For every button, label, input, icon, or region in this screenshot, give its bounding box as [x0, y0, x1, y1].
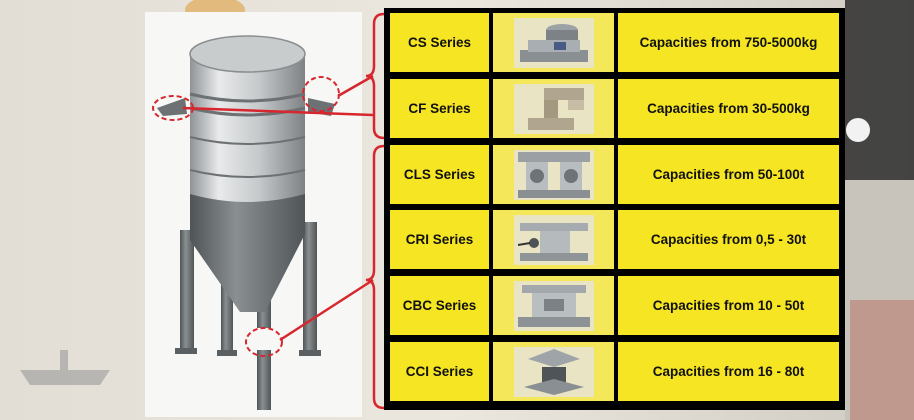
- series-name: CCI Series: [390, 342, 489, 401]
- series-name: CRI Series: [390, 210, 489, 269]
- series-name: CS Series: [390, 13, 489, 72]
- table-row: CRI Series Capacities from 0,5 - 30t: [390, 210, 839, 269]
- series-capacity: Capacities from 50-100t: [618, 145, 839, 204]
- table-row: CCI Series Capacities from 16 - 80t: [390, 342, 839, 401]
- series-capacity: Capacities from 750-5000kg: [618, 13, 839, 72]
- series-image-cell: [493, 13, 614, 72]
- table-row: CS Series Capacities from 750-5000kg: [390, 13, 839, 72]
- cls-load-cell-icon: [513, 149, 594, 200]
- series-name: CLS Series: [390, 145, 489, 204]
- table-row: CBC Series Capacities from 10 - 50t: [390, 276, 839, 335]
- series-name: CBC Series: [390, 276, 489, 335]
- series-image-cell: [493, 79, 614, 138]
- cf-load-cell-icon: [513, 83, 594, 134]
- series-image-cell: [493, 145, 614, 204]
- series-image-cell: [493, 276, 614, 335]
- series-image-cell: [493, 210, 614, 269]
- cbc-load-cell-icon: [513, 280, 594, 331]
- series-capacity: Capacities from 0,5 - 30t: [618, 210, 839, 269]
- table-row: CF Series Capacities from 30-500kg: [390, 79, 839, 138]
- cci-load-cell-icon: [513, 346, 594, 397]
- series-capacity: Capacities from 10 - 50t: [618, 276, 839, 335]
- series-image-cell: [493, 342, 614, 401]
- series-table: CS Series Capacities from 750-5000kg CF …: [384, 8, 845, 410]
- series-capacity: Capacities from 30-500kg: [618, 79, 839, 138]
- series-name: CF Series: [390, 79, 489, 138]
- silo-illustration: [152, 35, 340, 410]
- cs-load-cell-icon: [513, 17, 594, 68]
- cri-load-cell-icon: [513, 214, 594, 265]
- series-capacity: Capacities from 16 - 80t: [618, 342, 839, 401]
- table-row: CLS Series Capacities from 50-100t: [390, 145, 839, 204]
